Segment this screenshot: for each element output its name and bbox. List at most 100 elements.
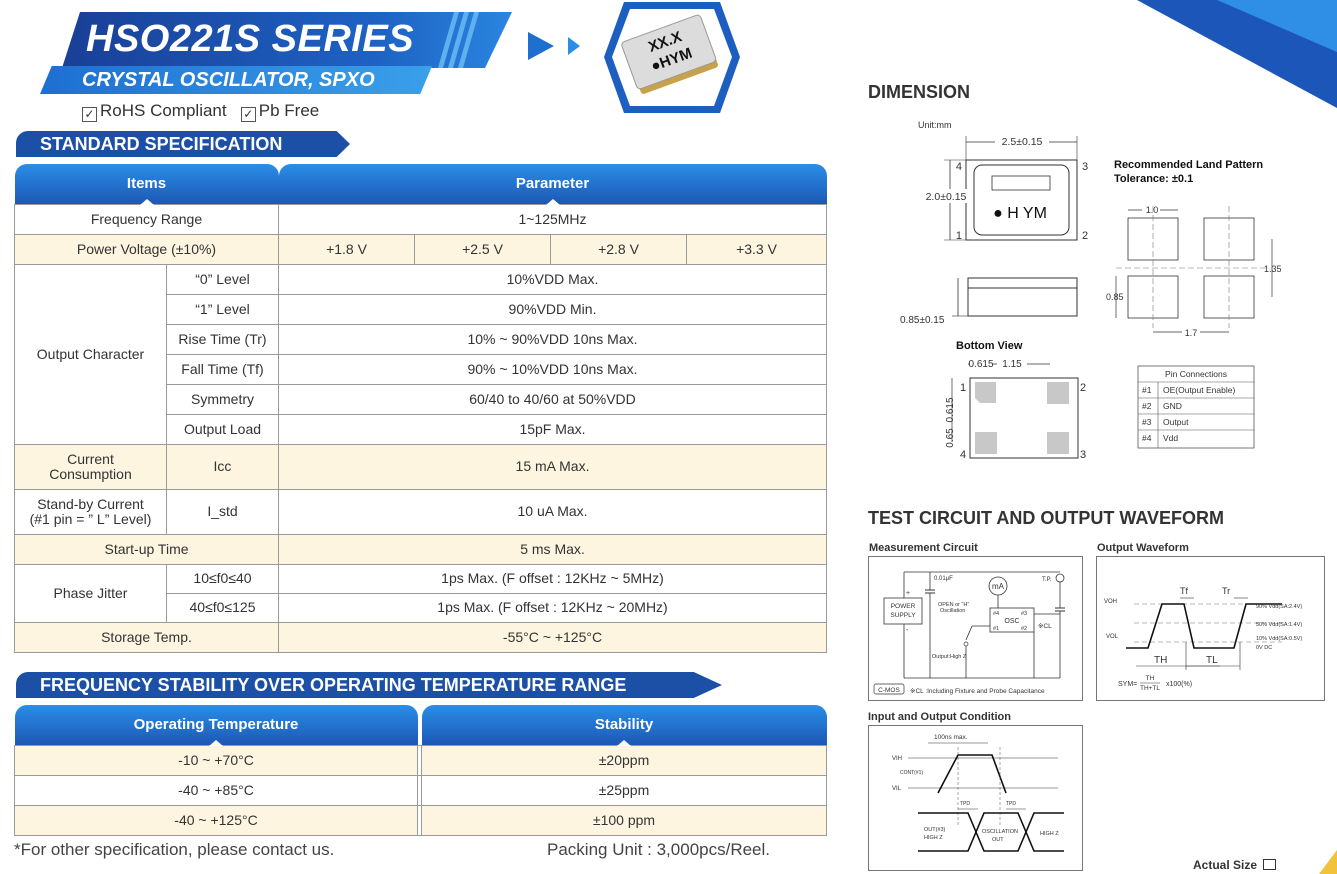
bottom-pad-dim: 0.615 [968,359,993,370]
svg-text:2: 2 [1082,230,1088,242]
svg-text:3: 3 [1082,161,1088,173]
standby-current-label: Stand-by Current(#1 pin = ” L” Level) [14,488,167,535]
svg-text:Tf: Tf [1180,586,1188,596]
items-column-header: Items [14,164,279,205]
svg-text:4: 4 [960,449,966,461]
phase-jitter-value-1: 1ps Max. (F offset : 12KHz ~ 5MHz) [277,563,828,594]
svg-text:+: + [906,590,910,597]
pin-connections-title: Pin Connections [1165,369,1227,379]
corner-decoration-bottom [1319,850,1337,874]
bottom-pitch-dim: 1.15 [1002,359,1022,370]
svg-text:90% Vdd(SA:2.4V): 90% Vdd(SA:2.4V) [1256,604,1302,610]
operating-temperature-header: Operating Temperature [14,705,418,746]
storage-temp-label: Storage Temp. [14,621,279,653]
land-pad-width: 1.0 [1146,205,1159,215]
svg-text:OPEN or “H”: OPEN or “H” [938,602,969,608]
svg-text:OSCILLATION: OSCILLATION [982,829,1018,835]
frequency-stability-banner: FREQUENCY STABILITY OVER OPERATING TEMPE… [16,672,722,698]
svg-text:#1: #1 [993,626,999,632]
svg-text:T.P.: T.P. [1042,577,1052,583]
svg-text:#1: #1 [1142,385,1152,395]
subtitle-banner [40,66,432,94]
actual-size-box [1263,859,1277,870]
land-pattern-title: Recommended Land Pattern [1114,159,1263,171]
contact-footnote: *For other specification, please contact… [14,840,335,859]
svg-text:VOL: VOL [1106,634,1119,640]
rohs-label: RoHS Compliant [100,101,227,120]
header-stripes-decoration [437,12,480,68]
temperature-cell: -10 ~ +70°C [14,744,418,776]
fall-time-value: 90% ~ 10%VDD 10ns Max. [277,353,828,385]
table-row: Stand-by Current(#1 pin = ” L” Level) I_… [14,488,828,535]
height-dimension: 2.0±0.15 [926,191,967,203]
svg-text:OUT(#3): OUT(#3) [924,827,946,833]
svg-text:C-MOS: C-MOS [878,687,900,694]
startup-time-value: 5 ms Max. [277,533,828,565]
standard-spec-heading: STANDARD SPECIFICATION [40,134,283,154]
svg-text:#4: #4 [993,611,999,617]
series-title: HSO221S SERIES [86,18,415,60]
svg-text:HIGH Z: HIGH Z [924,835,943,841]
svg-text:50% Vdd(SA:1.4V): 50% Vdd(SA:1.4V) [1256,622,1302,628]
chevron-arrows-icon [528,32,580,60]
temperature-cell: -40 ~ +85°C [14,774,418,806]
stability-header: Stability [421,705,827,746]
svg-text:#2: #2 [1142,401,1152,411]
standby-current-value: 10 uA Max. [277,488,828,535]
svg-text:TH: TH [1146,675,1155,682]
svg-text:Output: Output [1163,417,1189,427]
one-level-label: “1” Level [166,293,279,325]
svg-text:#2: #2 [1021,626,1027,632]
table-row: -10 ~ +70°C ±20ppm [14,744,827,776]
svg-text:OE(Output Enable): OE(Output Enable) [1163,385,1235,395]
dimension-heading: DIMENSION [868,82,971,102]
table-row: -40 ~ +125°C ±100 ppm [14,804,827,836]
symmetry-value: 60/40 to 40/60 at 50%VDD [277,383,828,415]
current-consumption-symbol: Icc [166,443,279,490]
fall-time-label: Fall Time (Tf) [166,353,279,385]
frequency-range-label: Frequency Range [14,203,279,235]
storage-temp-value: -55°C ~ +125°C [277,621,828,653]
actual-size-indicator: Actual Size [1193,858,1277,872]
svg-text:10% Vdd(SA:0.5V): 10% Vdd(SA:0.5V) [1256,636,1302,642]
power-voltage-3v3: +3.3 V [685,233,828,265]
power-voltage-2v5: +2.5 V [414,233,551,265]
table-row: Storage Temp. -55°C ~ +125°C [14,621,828,653]
one-level-value: 90%VDD Min. [277,293,828,325]
table-row: -40 ~ +85°C ±25ppm [14,774,827,806]
svg-text:#3: #3 [1142,417,1152,427]
svg-text:※CL :Including Fixture and Pro: ※CL :Including Fixture and Probe Capacit… [910,688,1045,695]
svg-text:HIGH Z: HIGH Z [1040,831,1059,837]
table-row: Power Voltage (±10%) +1.8 V +2.5 V +2.8 … [14,233,828,265]
svg-text:Oscillation: Oscillation [940,608,965,614]
actual-size-label: Actual Size [1193,858,1258,872]
zero-level-value: 10%VDD Max. [277,263,828,295]
top-marking: ● H YM [993,205,1047,222]
standby-current-symbol: I_std [166,488,279,535]
power-voltage-2v8: +2.8 V [550,233,687,265]
output-waveform-title: Output Waveform [1097,542,1189,554]
product-chip-image: XX.X ●HYM [604,2,740,113]
phase-jitter-value-2: 1ps Max. (F offset : 12KHz ~ 20MHz) [277,592,828,623]
land-pad-height: 0.85 [1106,292,1124,302]
land-pattern-tolerance: Tolerance: ±0.1 [1114,173,1193,185]
output-load-value: 15pF Max. [277,413,828,445]
svg-text:2: 2 [1080,382,1086,394]
parameter-column-header: Parameter [278,164,827,205]
packing-unit: Packing Unit : 3,000pcs/Reel. [547,840,771,859]
svg-text:100ns max.: 100ns max. [934,734,968,741]
svg-text:#4: #4 [1142,433,1152,443]
temperature-cell: -40 ~ +125°C [14,804,418,836]
stability-cell: ±25ppm [421,774,827,806]
table-row: 40≤f0≤125 1ps Max. (F offset : 12KHz ~ 2… [15,592,828,623]
rise-time-value: 10% ~ 90%VDD 10ns Max. [277,323,828,355]
svg-text:Vdd: Vdd [1163,433,1178,443]
frequency-range-value: 1~125MHz [277,203,828,235]
startup-time-label: Start-up Time [14,533,279,565]
table-row: Frequency Range 1~125MHz [14,203,828,235]
svg-text:OUT: OUT [992,837,1004,843]
current-consumption-value: 15 mA Max. [277,443,828,490]
zero-level-label: “0” Level [166,263,279,295]
width-dimension: 2.5±0.15 [1002,136,1043,148]
